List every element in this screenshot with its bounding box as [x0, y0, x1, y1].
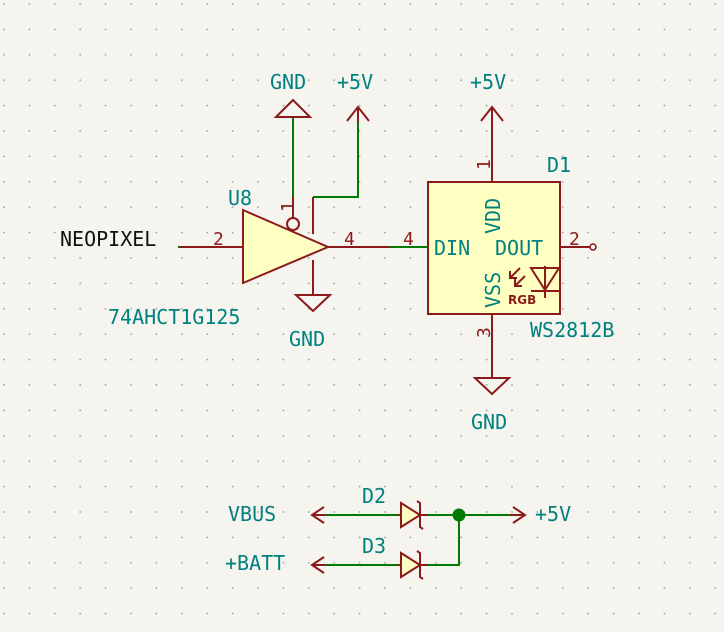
- d3-triangle: [400, 551, 422, 579]
- u8-ref: U8: [228, 186, 252, 210]
- gnd-u8-arrow: [293, 294, 333, 313]
- d2-cathode-bar: [416, 500, 424, 530]
- u8-pin2-num: 2: [213, 229, 224, 250]
- vbus-port: VBUS: [228, 502, 325, 526]
- d2-triangle: [400, 501, 422, 529]
- vbus-label: VBUS: [228, 502, 276, 526]
- d1-pin1-num: 1: [474, 159, 495, 170]
- gnd-d1-label: GND: [471, 410, 507, 434]
- plus5v-out-arrow: [512, 506, 527, 524]
- plus5v-out-port: +5V: [510, 502, 571, 526]
- led-ray-2-head: [514, 279, 522, 287]
- d1-dout-label: DOUT: [495, 236, 543, 260]
- plus5v-top-wire: [313, 122, 359, 198]
- d1-vdd-label: VDD: [481, 198, 505, 234]
- diode-d3[interactable]: D3: [362, 534, 428, 580]
- diode-d2[interactable]: D2: [362, 484, 428, 530]
- gnd-d1-symbol: GND: [471, 377, 512, 434]
- led-triangle: [529, 267, 561, 292]
- d3-ref: D3: [362, 534, 386, 558]
- batt-port: +BATT: [225, 551, 325, 575]
- d1-pin3-num: 3: [474, 327, 495, 338]
- d1-din-label: DIN: [434, 236, 470, 260]
- plus5v-d1-label: +5V: [470, 70, 506, 94]
- plus5v-top-label: +5V: [337, 70, 373, 94]
- d1-value: WS2812B: [530, 318, 614, 342]
- gnd-top-symbol: GND: [270, 70, 313, 197]
- led-ray-1-head: [509, 271, 517, 279]
- d3-to-junction-wire: [428, 515, 460, 566]
- rgb-label: RGB: [508, 293, 536, 307]
- u8-pin4-num: 4: [344, 229, 355, 250]
- d1-ref: D1: [547, 153, 571, 177]
- plus5v-out-label: +5V: [535, 502, 571, 526]
- gnd-top-arrow: [273, 98, 313, 118]
- d3-cathode-bar: [416, 550, 424, 580]
- no-connect-marker: [589, 243, 597, 251]
- led-ray-1: [509, 267, 521, 279]
- plus5v-top-symbol: +5V: [313, 70, 373, 198]
- enable-bubble: [286, 217, 300, 231]
- gnd-u8-label: GND: [289, 327, 325, 351]
- neopixel-net-label: NEOPIXEL: [60, 227, 156, 251]
- gnd-u8-symbol: GND: [289, 294, 333, 351]
- batt-label: +BATT: [225, 551, 285, 575]
- gnd-d1-arrow: [472, 377, 512, 396]
- d1-vss-label: VSS: [481, 272, 505, 308]
- buffer-triangle: [242, 208, 331, 285]
- u8-value: 74AHCT1G125: [108, 305, 240, 329]
- d1-pin2-num: 2: [569, 229, 580, 250]
- u8-buffer[interactable]: U8 2 4 1 74AHCT1G125: [108, 186, 390, 329]
- d1-pin4-num: 4: [403, 229, 414, 250]
- d1-ws2812b[interactable]: 4 DIN DOUT VDD VSS 1 3 2 RGB D1 WS2812B: [403, 122, 614, 378]
- d2-ref: D2: [362, 484, 386, 508]
- gnd-top-label: GND: [270, 70, 306, 94]
- rgb-led-icon: RGB: [508, 266, 561, 307]
- u8-pin1-num: 1: [278, 201, 299, 212]
- plus5v-d1-symbol: +5V: [470, 70, 506, 122]
- led-ray-2: [514, 275, 526, 287]
